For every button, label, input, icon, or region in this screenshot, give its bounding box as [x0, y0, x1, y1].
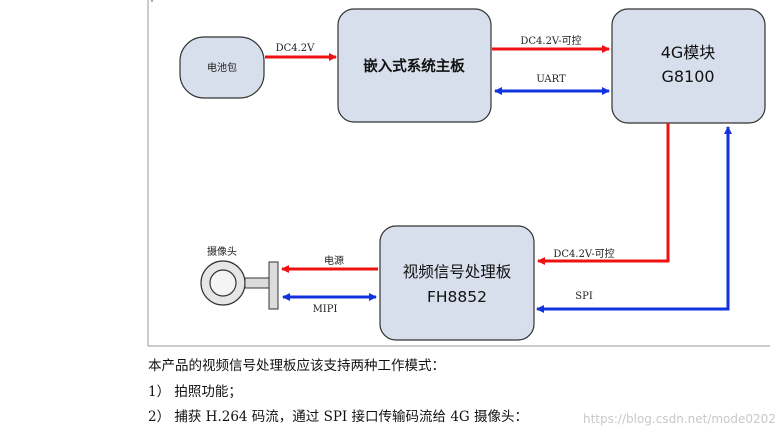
- module-4g-label-line2: G8100: [661, 67, 714, 86]
- description-line-3: 2） 捕获 H.264 码流，通过 SPI 接口传输码流给 4G 摄像头：: [148, 409, 528, 425]
- label-power-to-video: DC4.2V-可控: [553, 247, 614, 260]
- label-uart: UART: [536, 74, 566, 85]
- mainboard-label: 嵌入式系统主板: [363, 57, 465, 75]
- label-mipi: MIPI: [313, 304, 338, 315]
- video-board-label-line2: FH8852: [427, 288, 487, 306]
- camera-label: 摄像头: [207, 245, 237, 258]
- battery-block: 电池包: [179, 36, 265, 99]
- power-arrow-4g-video: [537, 123, 670, 265]
- watermark-url: https://blog.csdn.net/mode0202: [583, 412, 776, 426]
- camera-icon: [200, 260, 279, 310]
- spi-arrow: [536, 126, 732, 313]
- system-block-diagram: 电池包 嵌入式系统主板 4G模块 G8100 视频信号处理板 FH8852 摄像…: [147, 0, 770, 347]
- description-line-1: 本产品的视频信号处理板应该支持两种工作模式：: [148, 358, 445, 374]
- module-4g-block: 4G模块 G8100: [611, 8, 766, 124]
- description-line-2: 1） 拍照功能；: [148, 384, 242, 400]
- video-board-label-line1: 视频信号处理板: [403, 263, 512, 281]
- label-video-to-camera-power: 电源: [324, 254, 344, 267]
- battery-label: 电池包: [207, 61, 237, 74]
- label-main-to-4g-power: DC4.2V-可控: [520, 34, 581, 47]
- mainboard-block: 嵌入式系统主板: [337, 8, 492, 123]
- video-board-block: 视频信号处理板 FH8852: [379, 225, 535, 341]
- module-4g-label-line1: 4G模块: [661, 43, 716, 62]
- label-battery-to-main: DC4.2V: [276, 43, 316, 54]
- label-spi: SPI: [575, 291, 593, 302]
